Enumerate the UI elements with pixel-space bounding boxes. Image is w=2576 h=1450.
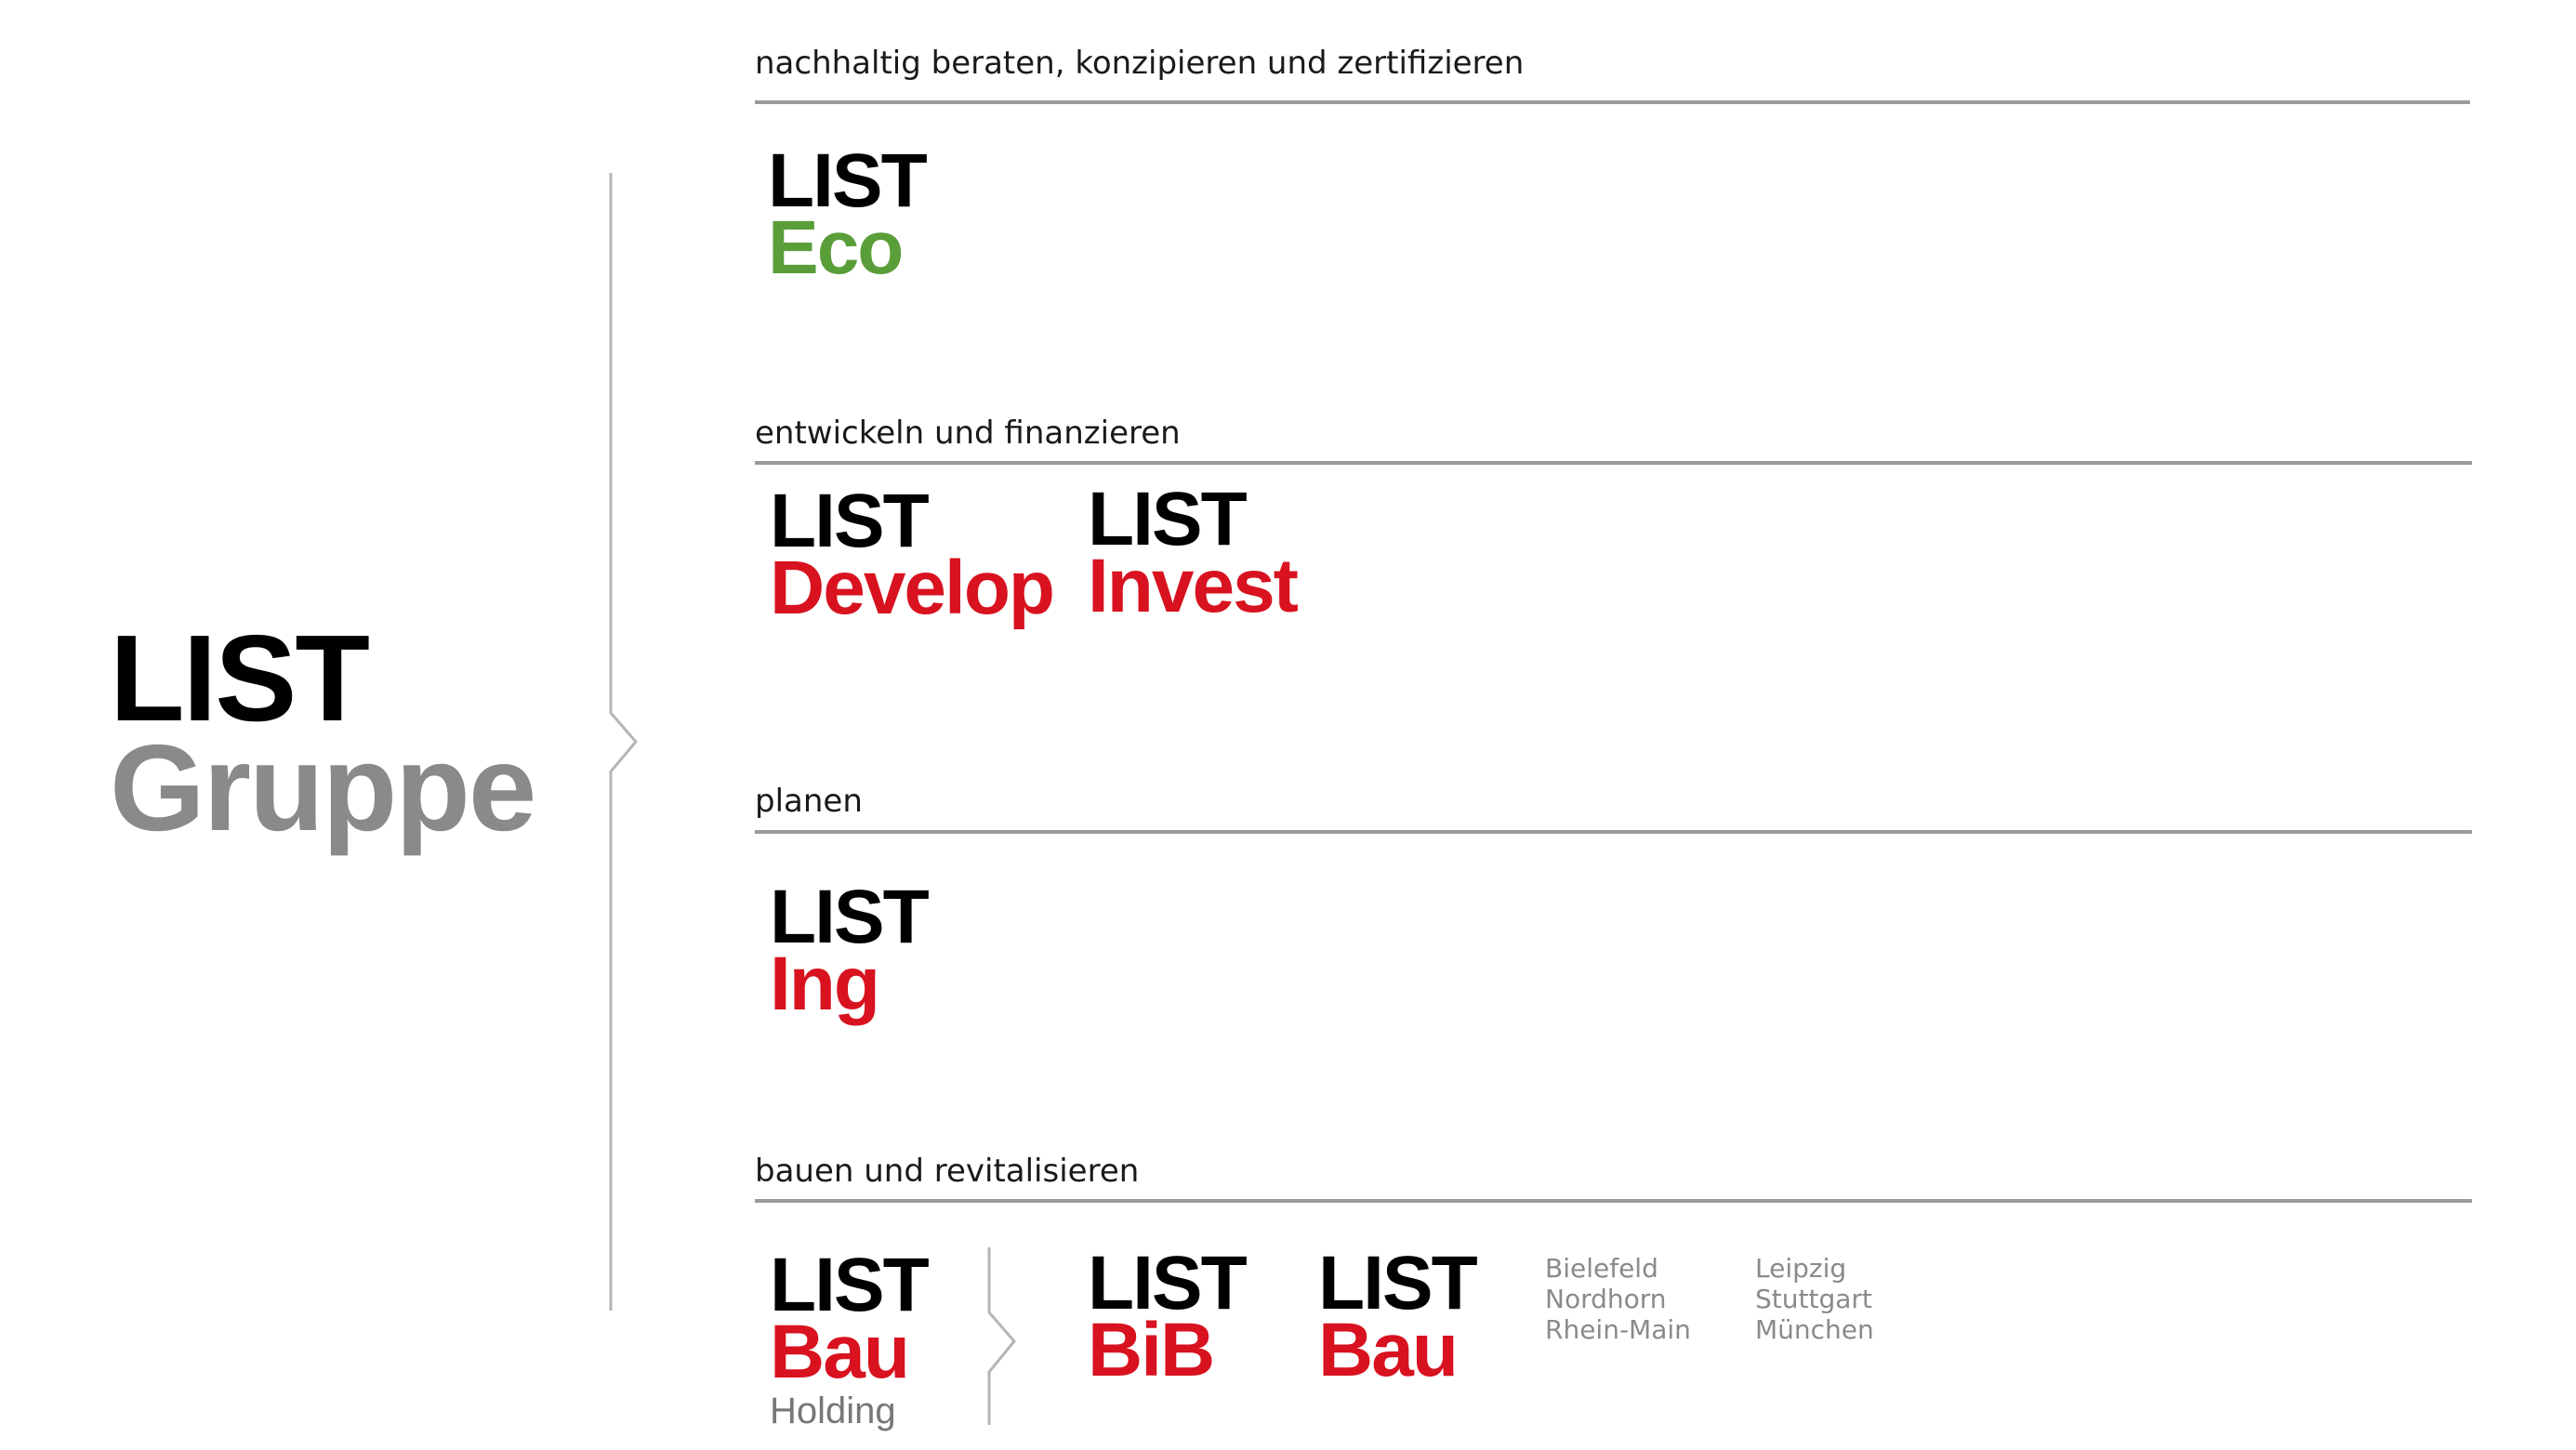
logo-line2: Develop [770, 546, 1055, 630]
root-logo-line2: Gruppe [110, 719, 536, 856]
list-gruppe-logo: LIST Gruppe [110, 610, 536, 856]
list-bib-logo: LIST BiB [1088, 1241, 1248, 1392]
list-bau-logo: LIST Bau [1318, 1241, 1478, 1392]
section-title-consulting: nachhaltig beraten, konzipieren und zert… [755, 45, 1525, 82]
logo-line2: Eco [768, 205, 904, 290]
list-develop-logo: LIST Develop [770, 479, 1055, 630]
main-bracket-line [609, 173, 638, 1311]
logo-line1: LIST [770, 1243, 930, 1327]
logo-line1: LIST [1088, 477, 1248, 561]
logo-line1: LIST [770, 875, 930, 959]
section-title-construction: bauen und revitalisieren [755, 1153, 1140, 1190]
list-bau-holding-logo: LIST Bau Holding [770, 1243, 930, 1435]
root-logo-line1: LIST [110, 610, 370, 746]
logo-line1: LIST [768, 138, 928, 223]
city-item: Stuttgart [1755, 1284, 1872, 1314]
city-item: Bielefeld [1545, 1253, 1658, 1284]
section-title-development: entwickeln und finanzieren [755, 415, 1181, 452]
section-rule-planning [755, 830, 2472, 834]
section-rule-development [755, 461, 2472, 465]
list-ing-logo: LIST Ing [770, 875, 930, 1026]
logo-line3: Holding [770, 1391, 896, 1431]
logo-line2: Bau [770, 1310, 910, 1394]
holding-bracket-line [987, 1247, 1016, 1425]
city-item: München [1755, 1314, 1874, 1345]
logo-line2: Invest [1088, 544, 1299, 628]
city-item: Nordhorn [1545, 1284, 1667, 1314]
logo-line2: Bau [1318, 1308, 1459, 1392]
city-item: Rhein-Main [1545, 1314, 1691, 1345]
logo-line1: LIST [1088, 1241, 1248, 1325]
logo-line1: LIST [770, 479, 930, 563]
list-invest-logo: LIST Invest [1088, 477, 1299, 628]
logo-line2: Ing [770, 942, 880, 1026]
section-title-planning: planen [755, 783, 863, 820]
city-list-1: Bielefeld Nordhorn Rhein-Main [1545, 1253, 1691, 1345]
logo-line2: BiB [1088, 1308, 1215, 1392]
city-item: Leipzig [1755, 1253, 1847, 1284]
section-rule-construction [755, 1199, 2472, 1203]
logo-line1: LIST [1318, 1241, 1478, 1325]
list-eco-logo: LIST Eco [768, 138, 928, 290]
section-rule-consulting [755, 100, 2470, 104]
city-list-2: Leipzig Stuttgart München [1755, 1253, 1874, 1345]
